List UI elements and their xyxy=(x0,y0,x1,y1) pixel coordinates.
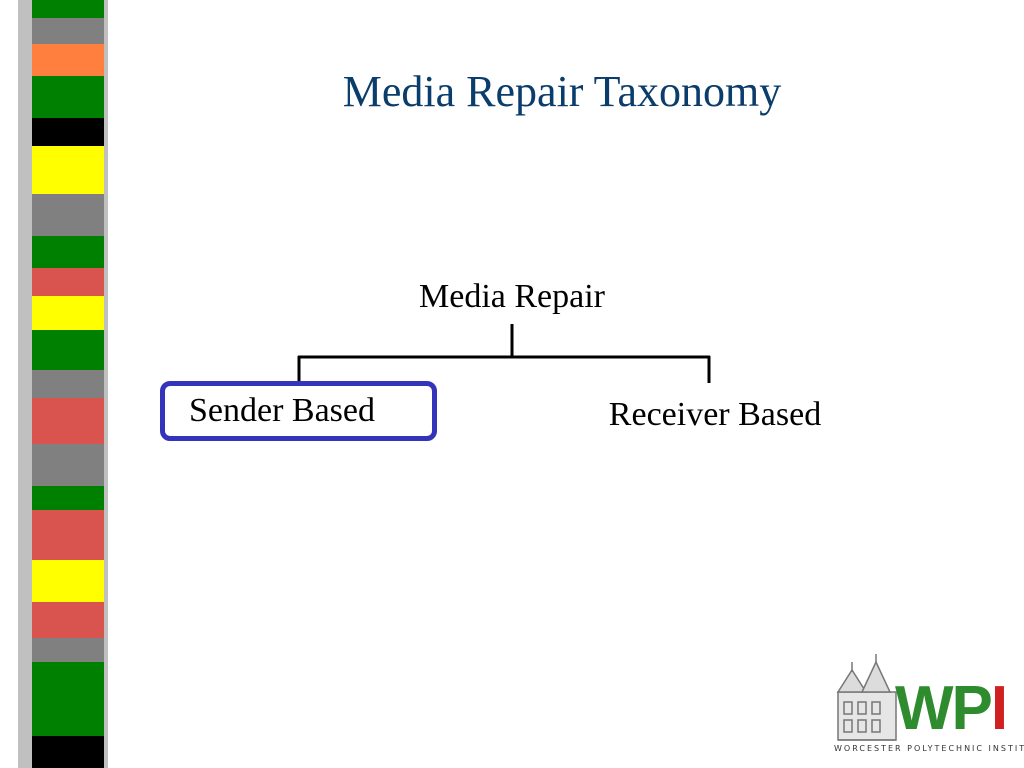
strip-band xyxy=(32,662,104,736)
wpi-logo-letters: WPI xyxy=(895,674,1008,744)
strip-inner xyxy=(32,0,104,768)
logo-letter-w: W xyxy=(895,674,954,743)
sender-based-node: Sender Based xyxy=(160,381,437,441)
receiver-based-node: Receiver Based xyxy=(608,396,822,433)
slide-title: Media Repair Taxonomy xyxy=(342,67,782,116)
root-node: Media Repair xyxy=(419,278,605,315)
wpi-logo xyxy=(836,654,897,741)
strip-band xyxy=(32,602,104,638)
wpi-logo-caption: WORCESTER POLYTECHNIC INSTITUTE xyxy=(834,744,1024,753)
strip-band xyxy=(32,510,104,560)
strip-band xyxy=(32,398,104,444)
sender-based-label: Sender Based xyxy=(189,392,376,429)
strip-band xyxy=(32,486,104,510)
strip-band xyxy=(32,560,104,602)
strip-band xyxy=(32,0,104,18)
strip-band xyxy=(32,736,104,768)
strip-band xyxy=(32,76,104,118)
decorative-side-strip xyxy=(18,0,108,768)
strip-band xyxy=(32,44,104,76)
strip-band xyxy=(32,146,104,194)
strip-band xyxy=(32,118,104,146)
logo-letter-p: P xyxy=(951,674,993,743)
strip-band xyxy=(32,236,104,268)
strip-band xyxy=(32,330,104,370)
strip-band xyxy=(32,268,104,296)
building-drawing-icon xyxy=(836,654,897,741)
strip-band xyxy=(32,296,104,330)
logo-letter-i: I xyxy=(990,674,1008,743)
